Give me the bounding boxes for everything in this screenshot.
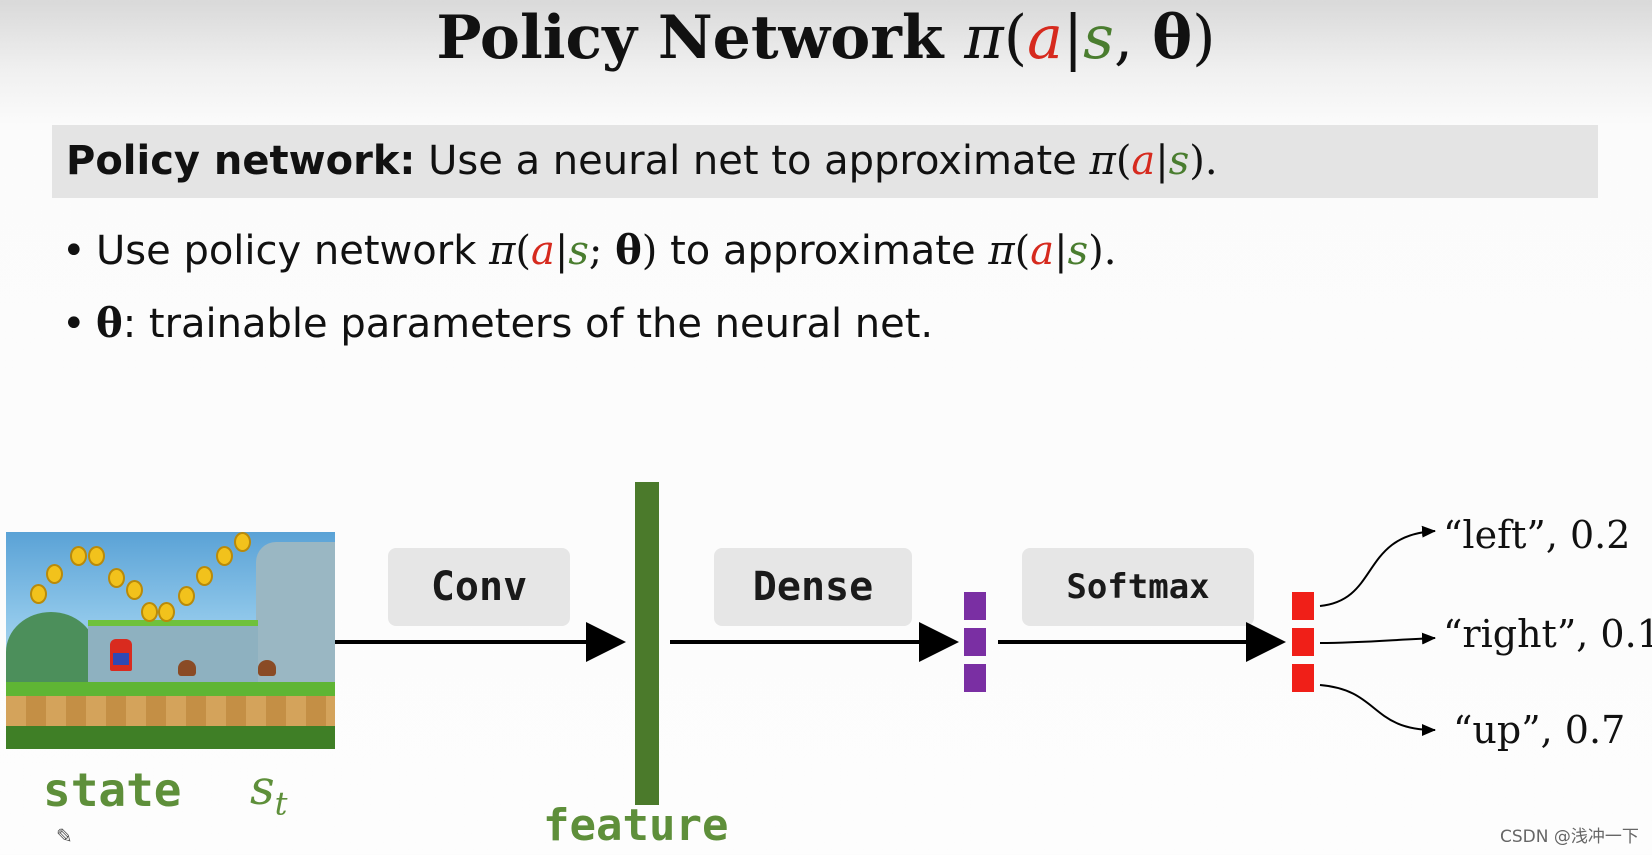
state-subscript: t <box>274 784 288 823</box>
bullet-dot: • <box>62 228 86 274</box>
arrow-to-left <box>1319 525 1436 607</box>
bar-symbol: | <box>1155 138 1169 184</box>
dirt-ground <box>6 696 335 726</box>
state-symbol: s <box>1168 138 1190 184</box>
title-text: Policy Network <box>436 3 944 73</box>
pi-symbol: π <box>964 3 1004 73</box>
softmax-output-cell <box>1292 664 1314 692</box>
semicolon: ; <box>588 228 616 274</box>
bullet-text: : trainable parameters of the neural net… <box>122 301 934 347</box>
action-symbol: a <box>1131 138 1156 184</box>
coin-icon <box>216 546 233 566</box>
bar-symbol: | <box>554 228 569 274</box>
open-paren: ( <box>515 228 531 274</box>
feature-label: feature <box>543 800 729 851</box>
dense-output-cell <box>964 592 986 620</box>
goomba-enemy <box>258 660 276 676</box>
output-left: “left”, 0.2 <box>1443 513 1631 557</box>
goomba-enemy <box>178 660 196 676</box>
bullet-2: •θ: trainable parameters of the neural n… <box>62 299 933 349</box>
comma: , <box>1113 3 1153 73</box>
softmax-output-cell <box>1292 592 1314 620</box>
feature-vector-bar <box>635 482 659 805</box>
game-screenshot <box>6 532 335 749</box>
title-formula: π(a|s, θ) <box>964 3 1215 73</box>
definition-head: Policy network: <box>66 138 416 184</box>
watermark: CSDN @浅冲一下 <box>1500 827 1639 847</box>
open-paren: ( <box>1014 228 1031 274</box>
bullet-1: •Use policy network π(a|s; θ) to approxi… <box>62 226 1116 276</box>
definition-box: Policy network: Use a neural net to appr… <box>52 125 1598 198</box>
state-symbol-base: s <box>250 760 275 816</box>
theta-symbol: θ <box>96 300 123 347</box>
state-label: state <box>43 763 182 817</box>
coin-icon <box>126 580 143 600</box>
close-paren: ) <box>641 228 658 274</box>
state-symbol: s <box>1083 3 1114 73</box>
action-symbol: a <box>1027 3 1063 73</box>
coin-icon <box>141 602 158 622</box>
definition-text: Use a neural net to approximate <box>415 138 1090 184</box>
coin-icon <box>70 546 87 566</box>
coin-icon <box>178 586 195 606</box>
open-paren: ( <box>1003 3 1028 73</box>
bullet-dot: • <box>62 301 86 347</box>
theta-symbol: θ <box>1152 3 1193 73</box>
action-symbol: a <box>1030 228 1055 274</box>
dense-output-cell <box>964 628 986 656</box>
output-right: “right”, 0.1 <box>1443 612 1652 656</box>
pi-symbol: π <box>988 228 1015 274</box>
open-paren: ( <box>1115 138 1132 184</box>
mario-character <box>110 639 132 671</box>
action-symbol: a <box>530 228 555 274</box>
close-paren: ) <box>1192 3 1216 73</box>
dense-output-cell <box>964 664 986 692</box>
state-symbol: s <box>568 228 589 274</box>
theta-symbol: θ <box>615 227 642 274</box>
close-paren: ). <box>1189 138 1218 184</box>
arrow-to-right <box>1319 632 1436 645</box>
softmax-output-cell <box>1292 628 1314 656</box>
close-paren: ). <box>1088 228 1117 274</box>
coin-icon <box>158 602 175 622</box>
coin-icon <box>46 564 63 584</box>
bullet-text-mid: to approximate <box>657 228 989 274</box>
bullet-text: Use policy network <box>96 228 490 274</box>
state-symbol-st: st <box>250 760 288 832</box>
pi-symbol: π <box>489 228 516 274</box>
conv-layer-box: Conv <box>388 548 570 626</box>
pi-symbol: π <box>1089 138 1116 184</box>
coin-icon <box>196 566 213 586</box>
hill <box>6 612 96 692</box>
bar-symbol: | <box>1062 3 1084 73</box>
coin-icon <box>30 584 47 604</box>
grass-ground <box>6 682 335 696</box>
coin-icon <box>108 568 125 588</box>
state-symbol: s <box>1067 228 1089 274</box>
coin-icon <box>234 532 251 552</box>
coin-icon <box>88 546 105 566</box>
arrow-to-up <box>1319 684 1436 736</box>
slide-title: Policy Network π(a|s, θ) <box>0 2 1652 74</box>
pencil-icon: ✎ <box>56 824 73 848</box>
bush-row <box>6 726 335 749</box>
bar-symbol: | <box>1054 228 1068 274</box>
dense-layer-box: Dense <box>714 548 912 626</box>
softmax-layer-box: Softmax <box>1022 548 1254 626</box>
output-up: “up”, 0.7 <box>1453 708 1626 752</box>
